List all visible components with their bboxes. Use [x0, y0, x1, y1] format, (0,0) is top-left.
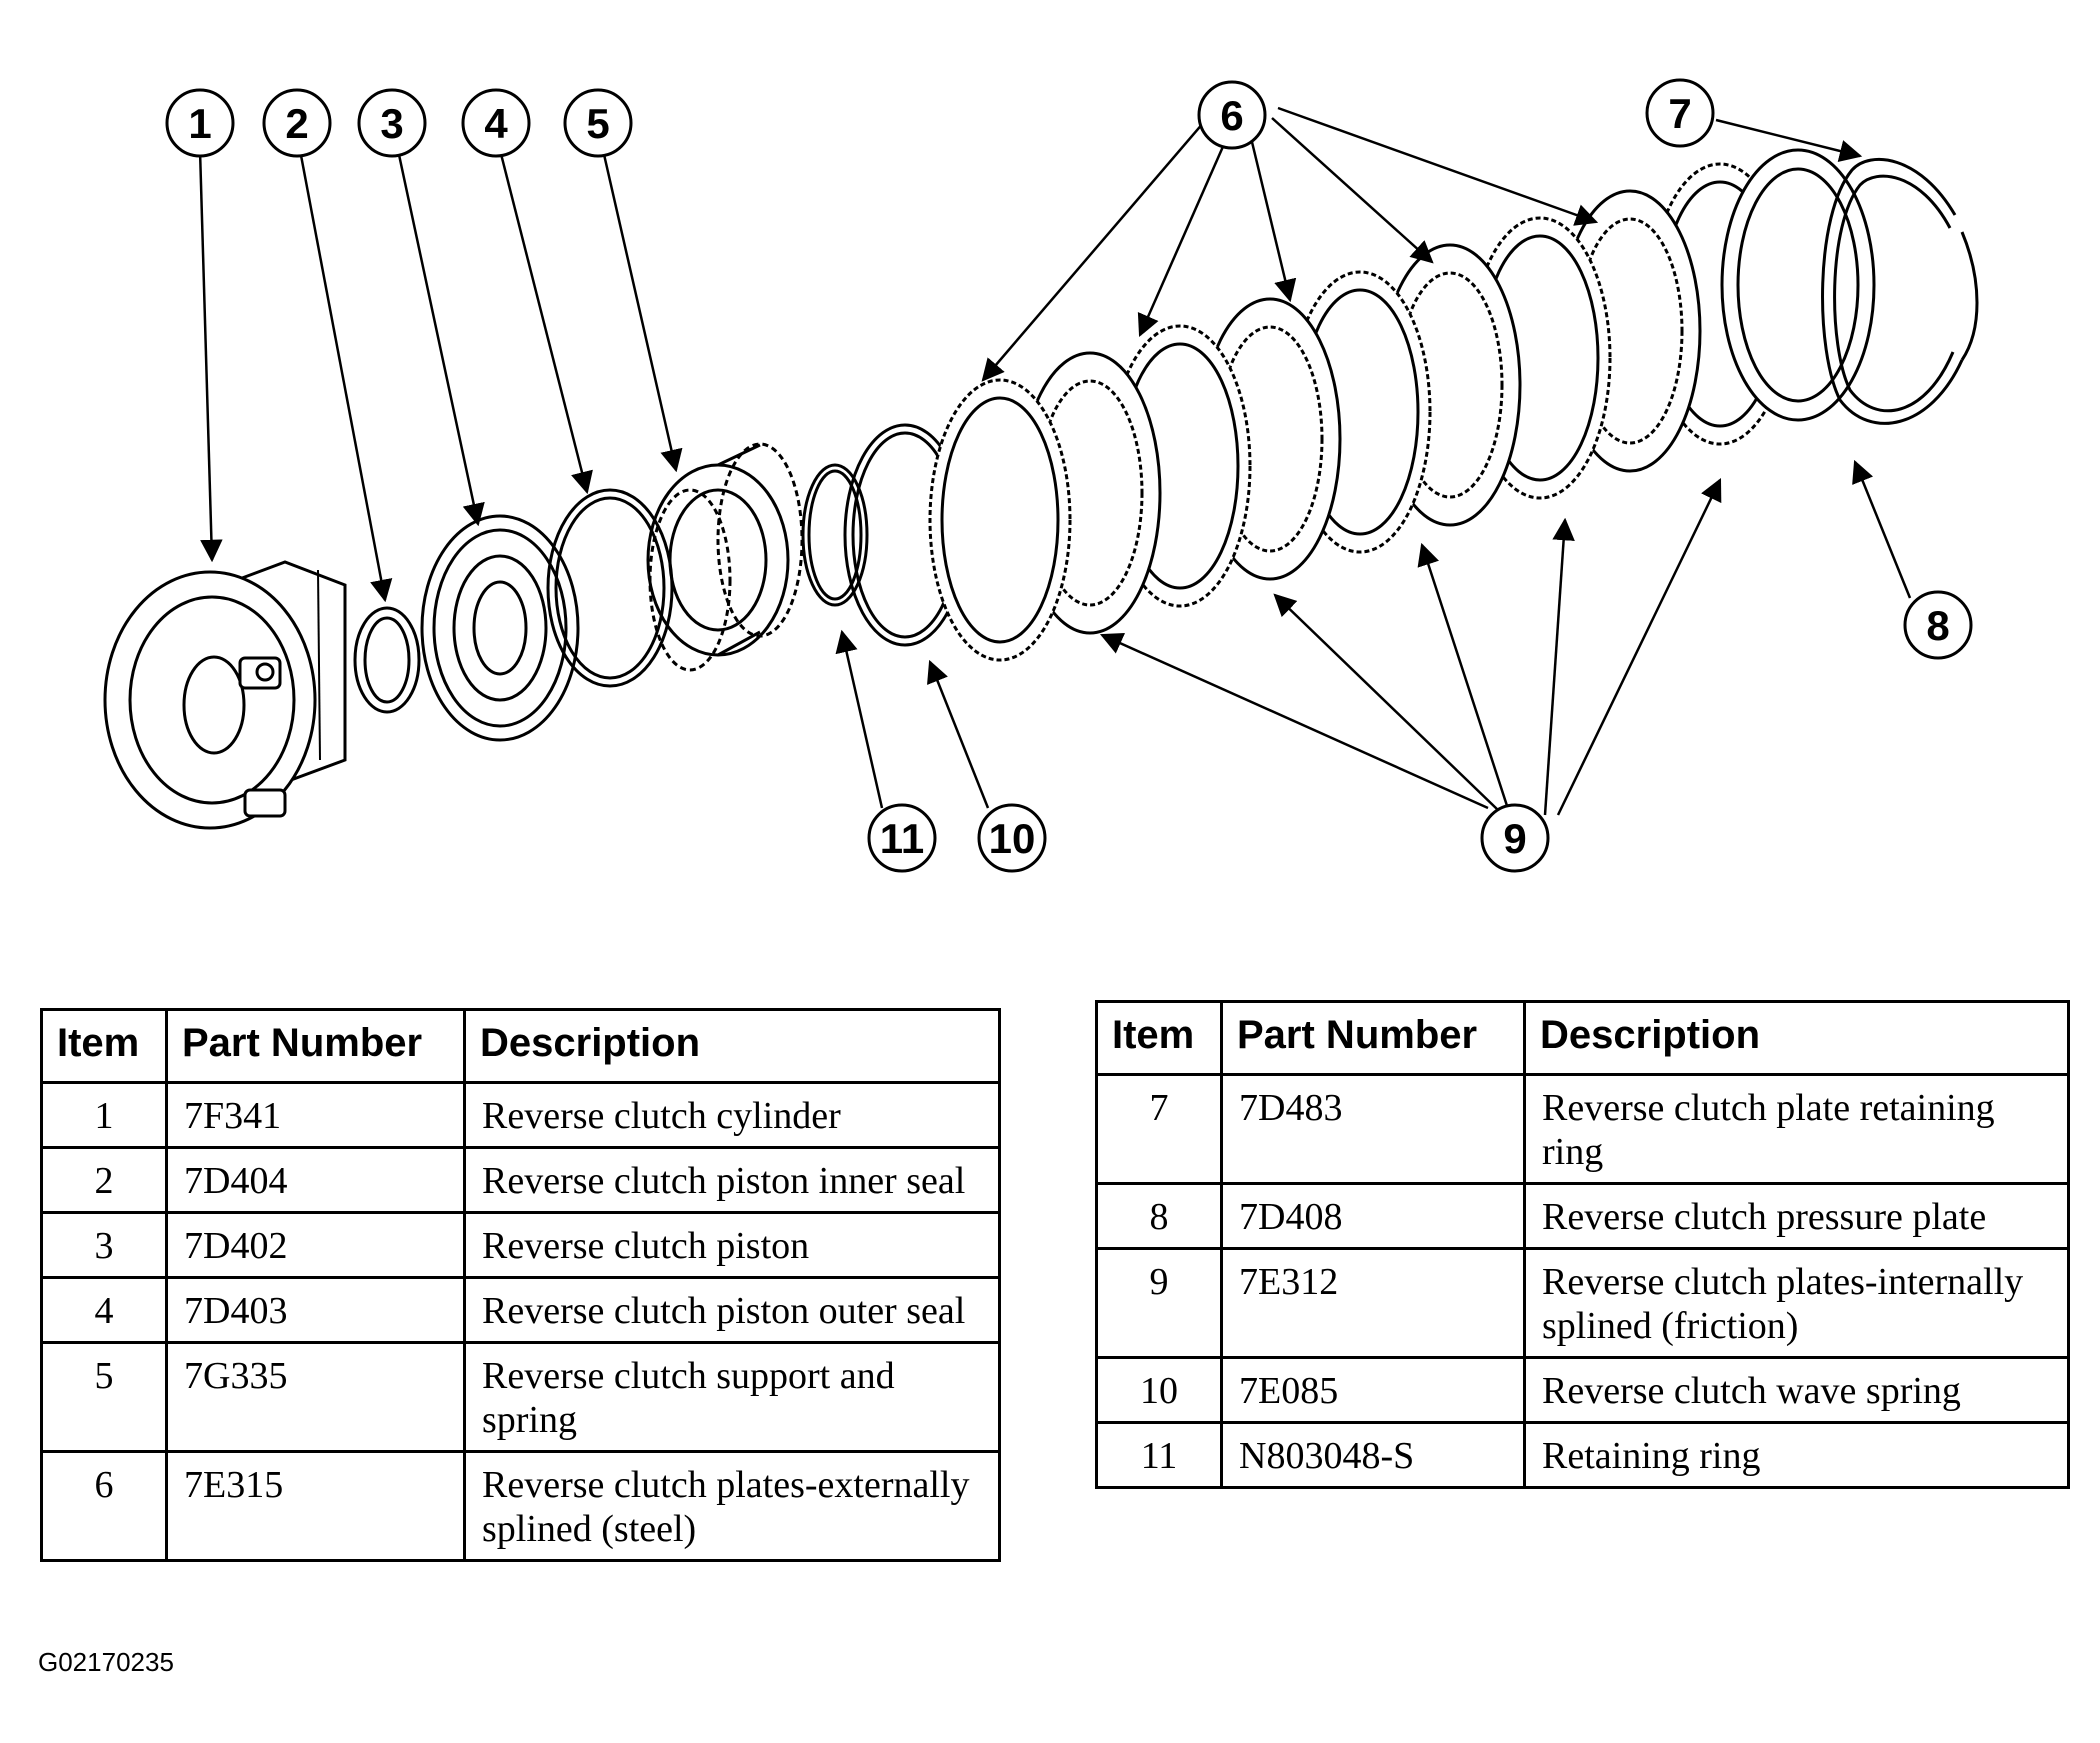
- cell-description: Reverse clutch piston: [463, 1211, 1001, 1279]
- callout-label: 8: [1926, 602, 1949, 649]
- cell-description: Reverse clutch wave spring: [1523, 1356, 2070, 1424]
- table-row: 8 7D408 Reverse clutch pressure plate: [1095, 1182, 2070, 1250]
- part-11-retaining-ring: [801, 463, 869, 607]
- callout-label: 5: [586, 100, 609, 147]
- cell-part-number: 7E312: [1220, 1247, 1526, 1359]
- header-part-number: Part Number: [165, 1008, 466, 1084]
- exploded-view-diagram: 1 2 3 4 5 6 7 8 9 10 11: [103, 78, 1979, 873]
- cell-item: 10: [1095, 1356, 1223, 1424]
- table-row: 5 7G335 Reverse clutch support and sprin…: [40, 1341, 1001, 1453]
- cell-part-number: 7E315: [165, 1450, 466, 1562]
- cell-part-number: 7G335: [165, 1341, 466, 1453]
- part-3-piston: [420, 514, 580, 742]
- callout-label: 4: [484, 100, 508, 147]
- cell-part-number: 7D402: [165, 1211, 466, 1279]
- cell-description: Retaining ring: [1523, 1421, 2070, 1489]
- callout-4: 4: [461, 88, 531, 158]
- cell-item: 3: [40, 1211, 168, 1279]
- cell-item: 2: [40, 1146, 168, 1214]
- table-row: 6 7E315 Reverse clutch plates-externally…: [40, 1450, 1001, 1562]
- cell-part-number: 7F341: [165, 1081, 466, 1149]
- table-row: 2 7D404 Reverse clutch piston inner seal: [40, 1146, 1001, 1214]
- cell-part-number: 7D408: [1220, 1182, 1526, 1250]
- steel-plate: [928, 378, 1072, 662]
- part-8-pressure-plate: [1720, 148, 1876, 422]
- table-header-row: Item Part Number Description: [1095, 1000, 2070, 1076]
- callout-6: 6: [1197, 80, 1267, 150]
- part-5-support-and-spring: [646, 442, 804, 672]
- callout-1: 1: [165, 88, 235, 158]
- cell-description: Reverse clutch cylinder: [463, 1081, 1001, 1149]
- callout-label: 3: [380, 100, 403, 147]
- cell-description: Reverse clutch plates-internally splined…: [1523, 1247, 2070, 1359]
- callout-label: 1: [188, 100, 211, 147]
- cell-item: 8: [1095, 1182, 1223, 1250]
- cell-part-number: 7E085: [1220, 1356, 1526, 1424]
- callout-label: 7: [1668, 90, 1691, 137]
- callout-label: 11: [880, 815, 924, 862]
- callout-7: 7: [1645, 78, 1715, 148]
- cell-description: Reverse clutch piston outer seal: [463, 1276, 1001, 1344]
- part-7-plate-retaining-ring: [1821, 158, 1979, 425]
- table-row: 1 7F341 Reverse clutch cylinder: [40, 1081, 1001, 1149]
- header-part-number: Part Number: [1220, 1000, 1526, 1076]
- header-description: Description: [463, 1008, 1001, 1084]
- callout-10: 10: [977, 803, 1047, 873]
- cell-description: Reverse clutch piston inner seal: [463, 1146, 1001, 1214]
- cell-item: 1: [40, 1081, 168, 1149]
- header-item: Item: [40, 1008, 168, 1084]
- cell-part-number: N803048-S: [1220, 1421, 1526, 1489]
- clutch-plate-stack: [928, 162, 1792, 662]
- table-row: 11 N803048-S Retaining ring: [1095, 1421, 2070, 1489]
- parts-table-right: Item Part Number Description 7 7D483 Rev…: [1095, 1000, 2070, 1489]
- callout-5: 5: [563, 88, 633, 158]
- cell-description: Reverse clutch pressure plate: [1523, 1182, 2070, 1250]
- part-4-outer-seal: [546, 488, 674, 688]
- header-description: Description: [1523, 1000, 2070, 1076]
- cell-part-number: 7D483: [1220, 1073, 1526, 1185]
- callout-2: 2: [262, 88, 332, 158]
- callout-label: 9: [1503, 815, 1526, 862]
- cell-item: 5: [40, 1341, 168, 1453]
- cell-part-number: 7D404: [165, 1146, 466, 1214]
- table-row: 7 7D483 Reverse clutch plate retaining r…: [1095, 1073, 2070, 1185]
- callout-3: 3: [357, 88, 427, 158]
- cell-item: 9: [1095, 1247, 1223, 1359]
- parts-table-left: Item Part Number Description 1 7F341 Rev…: [40, 1008, 1001, 1562]
- cell-item: 4: [40, 1276, 168, 1344]
- table-row: 4 7D403 Reverse clutch piston outer seal: [40, 1276, 1001, 1344]
- cell-description: Reverse clutch support and spring: [463, 1341, 1001, 1453]
- cell-description: Reverse clutch plate retaining ring: [1523, 1073, 2070, 1185]
- figure-code: G02170235: [38, 1647, 174, 1677]
- callout-group: 1 2 3 4 5 6 7 8 9 10 11: [165, 78, 1973, 873]
- cell-item: 6: [40, 1450, 168, 1562]
- callout-11: 11: [867, 803, 937, 873]
- callout-8: 8: [1903, 590, 1973, 660]
- callout-9: 9: [1480, 803, 1550, 873]
- callout-label: 10: [989, 815, 1036, 862]
- cell-description: Reverse clutch plates-externally splined…: [463, 1450, 1001, 1562]
- cell-item: 11: [1095, 1421, 1223, 1489]
- table-row: 3 7D402 Reverse clutch piston: [40, 1211, 1001, 1279]
- part-1-clutch-cylinder: [103, 560, 347, 830]
- cell-item: 7: [1095, 1073, 1223, 1185]
- callout-label: 6: [1220, 92, 1243, 139]
- table-header-row: Item Part Number Description: [40, 1008, 1001, 1084]
- callout-label: 2: [285, 100, 308, 147]
- part-2-inner-seal: [353, 606, 421, 714]
- table-row: 9 7E312 Reverse clutch plates-internally…: [1095, 1247, 2070, 1359]
- header-item: Item: [1095, 1000, 1223, 1076]
- table-row: 10 7E085 Reverse clutch wave spring: [1095, 1356, 2070, 1424]
- cell-part-number: 7D403: [165, 1276, 466, 1344]
